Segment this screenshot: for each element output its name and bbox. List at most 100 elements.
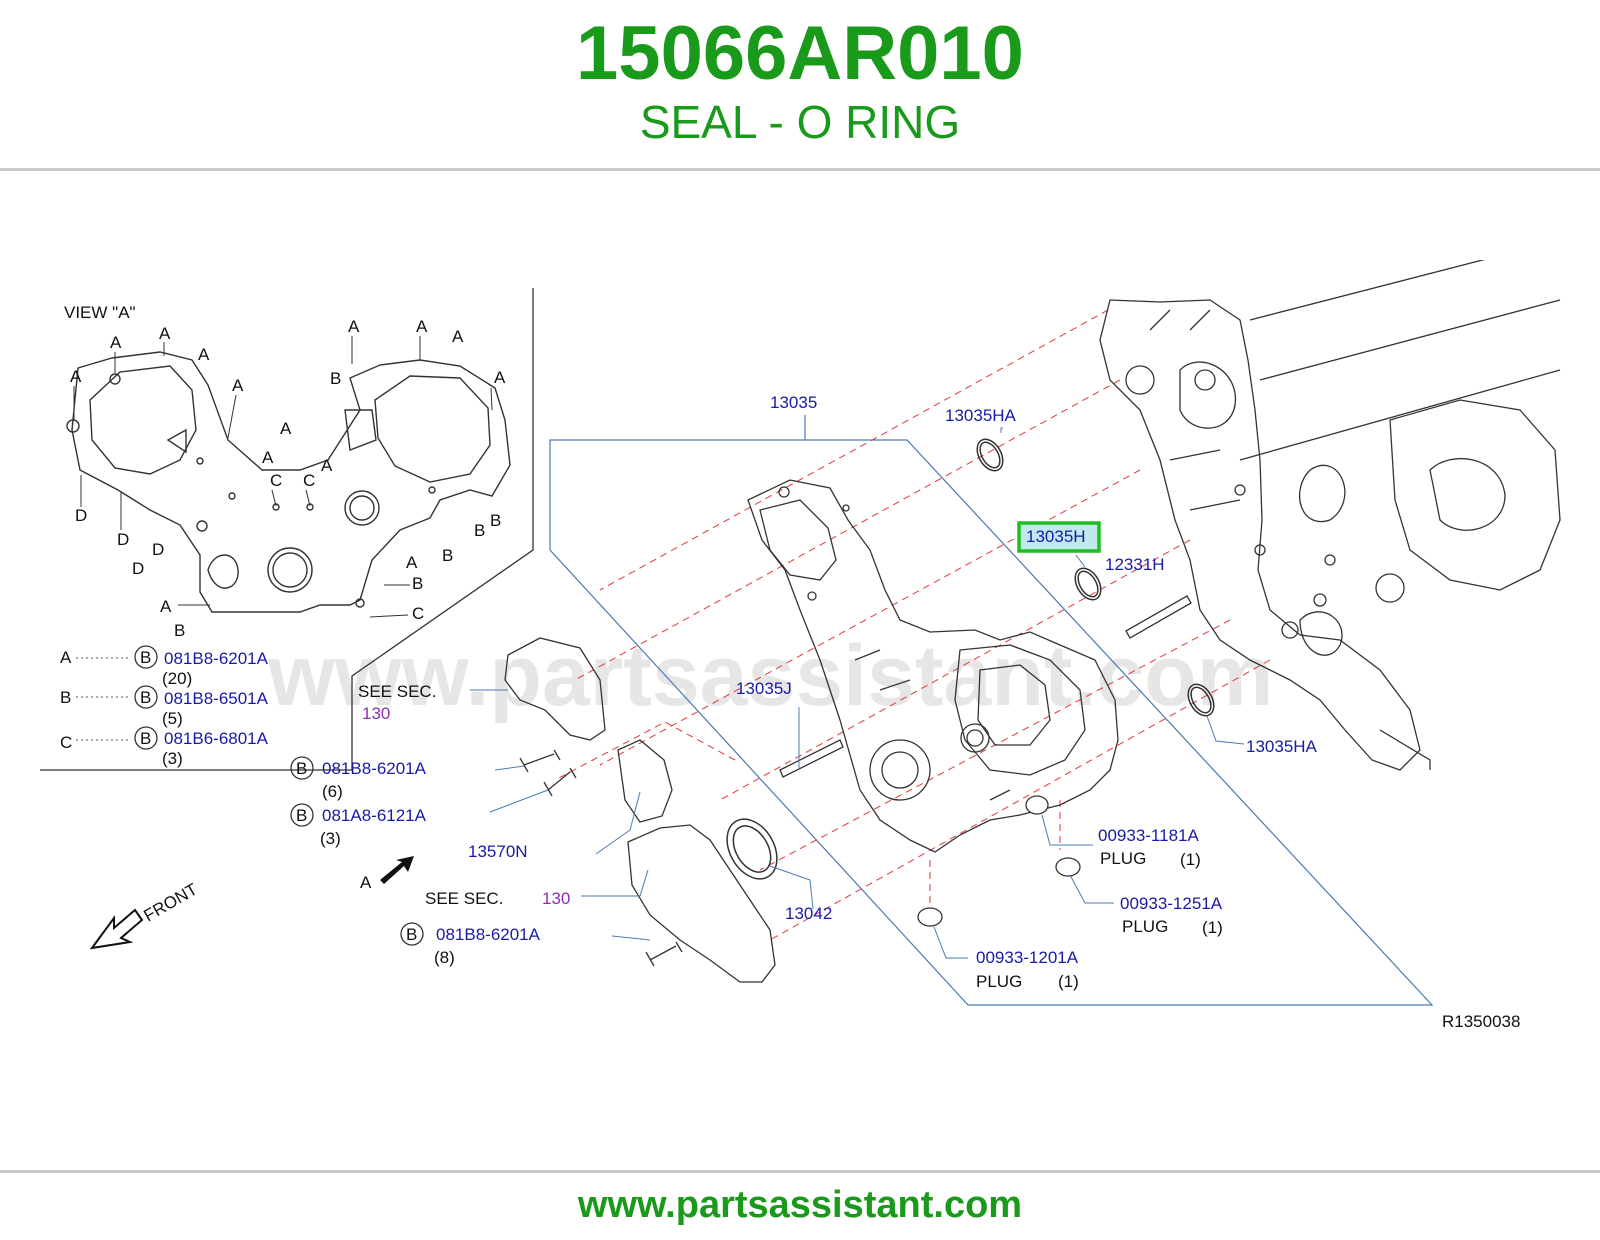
- front-label: FRONT: [141, 880, 201, 926]
- svg-text:(1): (1): [1180, 850, 1201, 869]
- svg-text:081A8-6121A: 081A8-6121A: [322, 806, 427, 825]
- svg-text:D: D: [132, 559, 144, 578]
- callout-13042: 13042: [785, 904, 832, 923]
- view-a-panel: [40, 288, 534, 771]
- diagram-reference-code: R1350038: [1442, 1012, 1520, 1031]
- svg-text:A: A: [198, 345, 210, 364]
- arrow-a-label: A: [360, 873, 372, 892]
- o-ring-13035HA-top: [976, 438, 1004, 472]
- bolt-callouts: B 081B8-6201A (6) B 081A8-6121A (3) B 08…: [290, 756, 541, 967]
- svg-text:B: B: [406, 925, 417, 944]
- callout-13570N: 13570N: [468, 842, 528, 861]
- svg-text:SEE SEC.: SEE SEC.: [425, 889, 503, 908]
- legend-row-a: A B 081B8-6201A (20): [60, 645, 269, 688]
- svg-text:PLUG: PLUG: [976, 972, 1022, 991]
- svg-text:A: A: [60, 648, 72, 667]
- svg-text:081B8-6201A: 081B8-6201A: [436, 925, 541, 944]
- svg-text:PLUG: PLUG: [1122, 917, 1168, 936]
- front-oil-seal-13042: [726, 818, 778, 880]
- svg-text:130: 130: [362, 704, 390, 723]
- svg-text:B: B: [174, 621, 185, 640]
- legend-row-b: B B 081B8-6501A (5): [60, 685, 269, 728]
- svg-text:B: B: [60, 688, 71, 707]
- svg-text:A: A: [262, 448, 274, 467]
- svg-text:B: B: [412, 574, 423, 593]
- bolts-drawing: [519, 749, 683, 967]
- view-a-gasket-drawing: [66, 351, 511, 613]
- svg-text:A: A: [452, 327, 464, 346]
- svg-text:081B8-6201A: 081B8-6201A: [164, 649, 269, 668]
- view-a-legend: A B 081B8-6201A (20) B B 081B8-6501A (5)…: [60, 645, 269, 768]
- callout-13035H-highlighted: 13035H: [1026, 527, 1086, 546]
- svg-text:(3): (3): [320, 829, 341, 848]
- view-a-letter-c: C C C: [270, 471, 424, 623]
- svg-text:B: B: [474, 521, 485, 540]
- water-pump-gasket-drawing: [617, 739, 673, 823]
- svg-text:B: B: [296, 759, 307, 778]
- front-arrow: FRONT: [89, 880, 201, 950]
- view-a-title: VIEW "A": [64, 303, 136, 322]
- legend-row-c: C B 081B6-6801A (3): [60, 726, 269, 768]
- svg-text:B: B: [140, 688, 151, 707]
- watermark: www.partsassistant.com: [267, 628, 1273, 724]
- front-timing-cover-drawing: [747, 479, 1119, 853]
- callout-13035HA-top: 13035HA: [945, 406, 1017, 425]
- leader-lines: [470, 427, 1245, 959]
- svg-text:(5): (5): [162, 709, 183, 728]
- svg-text:D: D: [117, 530, 129, 549]
- svg-text:C: C: [412, 604, 424, 623]
- view-a-letter-a: A A A A A A A A A A A A A A: [70, 317, 506, 616]
- svg-text:B: B: [140, 729, 151, 748]
- svg-text:(20): (20): [162, 669, 192, 688]
- svg-text:B: B: [140, 648, 151, 667]
- svg-text:A: A: [321, 456, 333, 475]
- cylinder-block-drawing: [1099, 260, 1561, 771]
- top-divider: [0, 168, 1600, 171]
- svg-text:081B8-6501A: 081B8-6501A: [164, 689, 269, 708]
- svg-text:A: A: [348, 317, 360, 336]
- svg-text:A: A: [416, 317, 428, 336]
- svg-text:081B6-6801A: 081B6-6801A: [164, 729, 269, 748]
- dowel-pin-12331H: [1125, 595, 1192, 639]
- svg-text:A: A: [232, 376, 244, 395]
- part-name-subtitle: SEAL - O RING: [639, 96, 961, 148]
- svg-text:130: 130: [542, 889, 570, 908]
- highlighted-part-box: [1017, 521, 1101, 553]
- svg-text:SEE SEC.: SEE SEC.: [358, 682, 436, 701]
- callout-12331H: 12331H: [1105, 555, 1165, 574]
- svg-text:00933-1181A: 00933-1181A: [1098, 826, 1199, 845]
- assembly-bracket: [549, 439, 1434, 1006]
- svg-text:A: A: [160, 597, 172, 616]
- o-ring-13035HA-right: [1187, 683, 1215, 717]
- chain-cover-drawing: [504, 637, 606, 741]
- svg-text:00933-1201A: 00933-1201A: [976, 948, 1079, 967]
- view-a-letter-b: B B B B B B: [174, 369, 501, 640]
- view-a-arrow: A: [360, 856, 414, 892]
- callout-13035J: 13035J: [736, 679, 792, 698]
- svg-text:(1): (1): [1058, 972, 1079, 991]
- svg-text:A: A: [110, 333, 122, 352]
- svg-text:B: B: [330, 369, 341, 388]
- o-ring-13035H: [1074, 567, 1102, 601]
- svg-text:A: A: [159, 324, 171, 343]
- svg-text:A: A: [406, 553, 418, 572]
- svg-text:(3): (3): [162, 749, 183, 768]
- part-number-title: 15066AR010: [576, 11, 1024, 96]
- svg-text:(8): (8): [434, 948, 455, 967]
- svg-text:(1): (1): [1202, 918, 1223, 937]
- plugs-drawing: [917, 795, 1081, 927]
- footer-website-url: www.partsassistant.com: [577, 1184, 1023, 1226]
- callout-labels: 13035 13035HA 13035H 12331H 13035J 13035…: [468, 393, 1318, 923]
- svg-text:00933-1251A: 00933-1251A: [1120, 894, 1223, 913]
- svg-text:D: D: [75, 506, 87, 525]
- view-a-labels: VIEW "A" A A A A A A A A A A A A A A B B…: [64, 303, 506, 640]
- see-section-notes: SEE SEC. 130 SEE SEC. 130: [358, 682, 570, 908]
- svg-text:B: B: [490, 511, 501, 530]
- plug-callouts: 00933-1181A PLUG (1) 00933-1251A PLUG (1…: [976, 826, 1223, 991]
- exploded-parts-diagram: www.partsassistant.com VIEW "A" A A A A …: [40, 260, 1561, 1031]
- view-a-letter-d: D D D D: [75, 506, 164, 578]
- svg-text:A: A: [70, 367, 82, 386]
- dowel-pin-13035J: [779, 739, 844, 778]
- svg-text:PLUG: PLUG: [1100, 849, 1146, 868]
- svg-text:A: A: [494, 368, 506, 387]
